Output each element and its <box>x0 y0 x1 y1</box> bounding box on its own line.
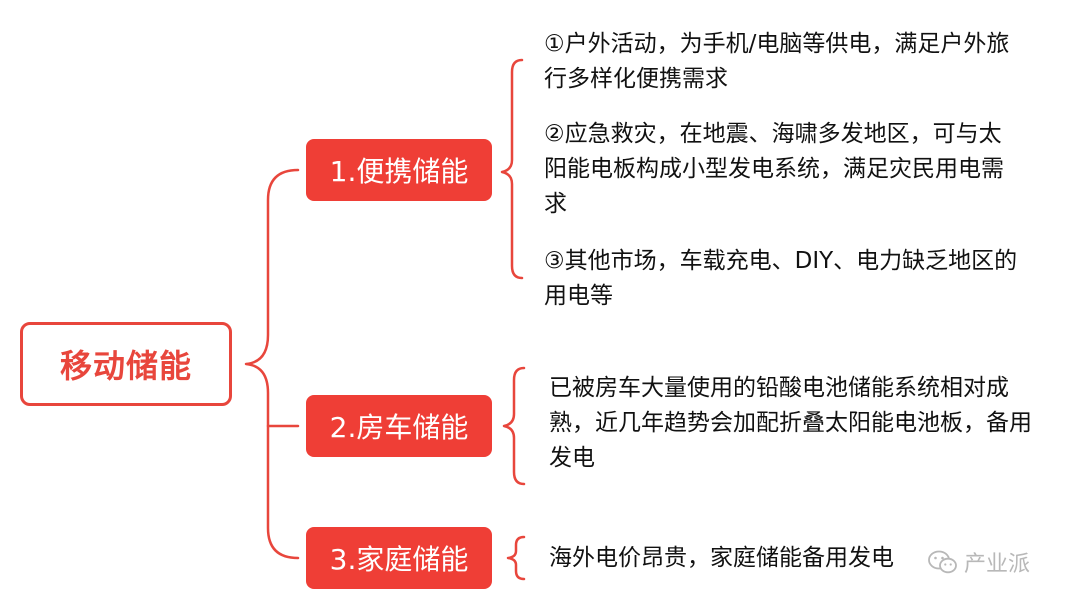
branch-home-storage: 3.家庭储能 <box>306 527 492 589</box>
branch1-brace <box>500 58 524 280</box>
leaf-rv-description: 已被房车大量使用的铅酸电池储能系统相对成熟，近几年趋势会加配折叠太阳能电池板，备… <box>549 375 1032 471</box>
branch-portable-storage: 1.便携储能 <box>306 139 492 201</box>
branch3-brace <box>506 535 526 581</box>
root-node: 移动储能 <box>20 322 232 406</box>
wechat-icon <box>928 550 957 574</box>
watermark: 产业派 <box>928 544 1030 580</box>
watermark-text: 产业派 <box>964 552 1031 577</box>
root-brace <box>244 168 300 560</box>
leaf-outdoor-activity: ①户外活动，为手机/电脑等供电，满足户外旅行多样化便携需求 <box>544 31 1010 92</box>
leaf-other-markets: ③其他市场，车载充电、DIY、电力缺乏地区的用电等 <box>544 248 1018 309</box>
leaf-home-description: 海外电价昂贵，家庭储能备用发电 <box>549 545 894 571</box>
branch-rv-storage: 2.房车储能 <box>306 395 492 457</box>
leaf-emergency-relief: ②应急救灾，在地震、海啸多发地区，可与太阳能电板构成小型发电系统，满足灾民用电需… <box>544 121 1004 217</box>
branch2-brace <box>502 366 526 486</box>
